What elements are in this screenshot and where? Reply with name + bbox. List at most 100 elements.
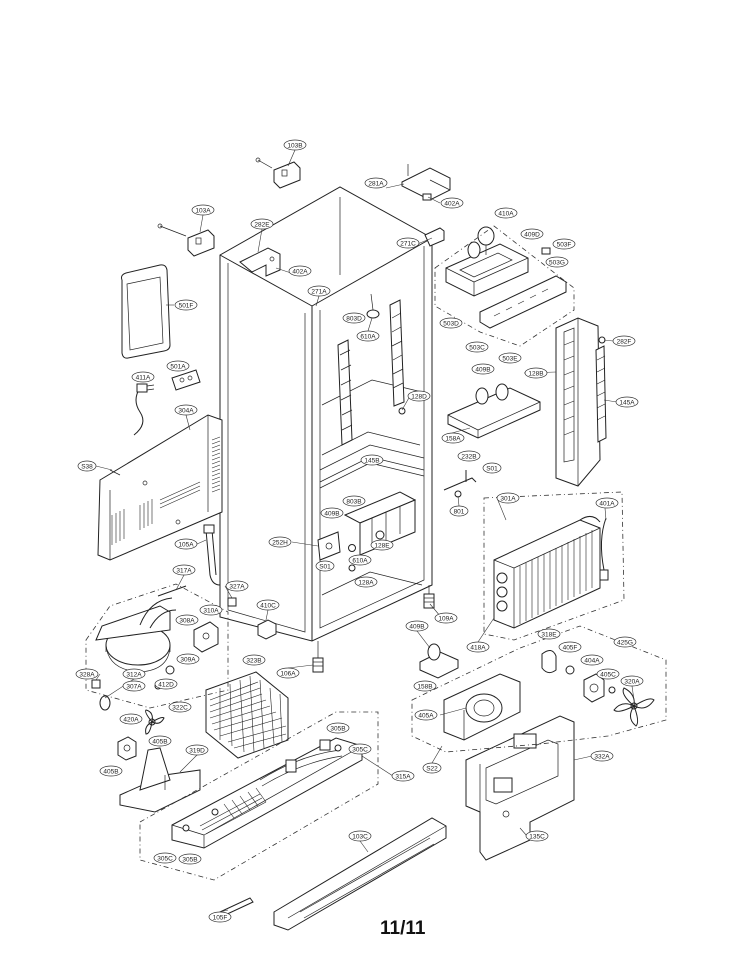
part-callout-label: 103A [195, 207, 211, 214]
part-callout: 319D [185, 744, 209, 756]
part-callout: 106A [276, 667, 300, 679]
part-callout-oval [225, 580, 249, 592]
part-callout-oval [364, 177, 388, 189]
part-callout: 128D [407, 390, 431, 402]
part-callout: 402A [288, 265, 312, 277]
plate-501A [171, 369, 201, 391]
condenser-coil-323B [205, 671, 289, 759]
part-callout-oval [449, 505, 469, 517]
part-callout-oval [414, 709, 438, 721]
part-callout-label: 409B [475, 366, 490, 373]
part-callout-oval [268, 536, 292, 548]
part-callout-label: 106A [280, 670, 296, 677]
part-callout-label: 503E [502, 355, 518, 362]
part-callout-oval [154, 678, 178, 690]
part-callout-oval [208, 911, 232, 923]
part-callout-oval [595, 497, 619, 509]
part-callout-oval [496, 492, 520, 504]
part-callout: 305B [326, 722, 350, 734]
part-callout-label: 425G [617, 639, 633, 646]
part-callout-label: S38 [81, 463, 93, 470]
part-callout: 128B [524, 367, 548, 379]
part-callout-label: 128E [374, 542, 390, 549]
part-callout: 409B [405, 620, 429, 632]
part-callout-oval [360, 454, 384, 466]
part-callout-label: 418A [470, 644, 486, 651]
part-callout-label: 420A [123, 716, 139, 723]
part-callout-oval [174, 538, 198, 550]
part-callout-label: 501A [170, 363, 186, 370]
part-callout-label: S01 [319, 563, 331, 570]
part-callout-oval [439, 317, 463, 329]
part-callout-oval [413, 680, 437, 692]
part-callout: 420A [119, 713, 143, 725]
part-callout: 405A [414, 709, 438, 721]
part-callout-label: 310A [203, 607, 219, 614]
part-callout-oval [407, 390, 431, 402]
part-callout-label: 405B [152, 738, 167, 745]
part-callout-oval [552, 238, 576, 250]
part-callout-label: 128D [411, 393, 427, 400]
part-callout: 410A [494, 207, 518, 219]
part-callout-label: 109A [438, 615, 454, 622]
part-callout-oval [613, 636, 637, 648]
part-callout: 271A [307, 285, 331, 297]
part-callout-oval [558, 641, 582, 653]
part-callout: 503F [552, 238, 576, 250]
part-callout: S22 [422, 762, 442, 774]
part-callout-label: 328A [79, 671, 95, 678]
part-callout-label: 503D [443, 320, 459, 327]
part-callout-oval [396, 237, 420, 249]
part-callout-label: 282E [254, 221, 270, 228]
part-callout: 411A [131, 371, 155, 383]
power-cord-411A [133, 383, 155, 436]
part-callout: 803D [342, 312, 366, 324]
part-callout-oval [494, 207, 518, 219]
part-callout-label: S22 [426, 765, 438, 772]
part-callout-oval [348, 554, 372, 566]
part-callout: S38 [77, 460, 97, 472]
part-callout-oval [148, 735, 172, 747]
part-callout: 401A [595, 497, 619, 509]
part-callout-oval [174, 404, 198, 416]
part-callout-label: 405B [103, 768, 118, 775]
part-callout: 308A [175, 614, 199, 626]
cabinet-assembly [219, 186, 445, 673]
part-callout-oval [498, 352, 522, 364]
part-callout-oval [283, 139, 307, 151]
duct-assembly-128B [555, 317, 607, 487]
part-callout: 105F [208, 911, 232, 923]
part-callout-label: 317A [176, 567, 192, 574]
part-callout: 610A [356, 330, 380, 342]
part-callout-oval [465, 341, 489, 353]
clip-327A [227, 597, 237, 607]
base-plate-315A [171, 737, 363, 849]
part-callout-oval [178, 853, 202, 865]
part-callout-oval [75, 668, 99, 680]
part-callout-label: 308A [179, 617, 195, 624]
part-callout-label: 402A [444, 200, 460, 207]
part-callout-label: 145B [364, 457, 379, 464]
part-callout-label: 323B [246, 657, 261, 664]
part-callout: 158B [413, 680, 437, 692]
part-callout-oval [525, 830, 549, 842]
part-callout-oval [348, 830, 372, 842]
part-callout-label: 103C [352, 833, 368, 840]
part-callout: 402A [440, 197, 464, 209]
part-callout-label: 409B [324, 510, 339, 517]
part-callout: 271C [396, 237, 420, 249]
part-callout-label: 145A [619, 399, 635, 406]
part-callout: 501A [166, 360, 190, 372]
part-callout: 803B [342, 495, 366, 507]
part-callout-label: 401A [599, 500, 615, 507]
part-callout: 128A [354, 576, 378, 588]
part-callout-label: 803D [346, 315, 362, 322]
part-callout-oval [471, 363, 495, 375]
part-callout: 109A [434, 612, 458, 624]
part-callout-label: 318E [541, 631, 557, 638]
part-callout-oval [191, 204, 215, 216]
part-callout: 801 [449, 505, 469, 517]
part-callout-label: 305C [157, 855, 173, 862]
part-callout: 103A [191, 204, 215, 216]
